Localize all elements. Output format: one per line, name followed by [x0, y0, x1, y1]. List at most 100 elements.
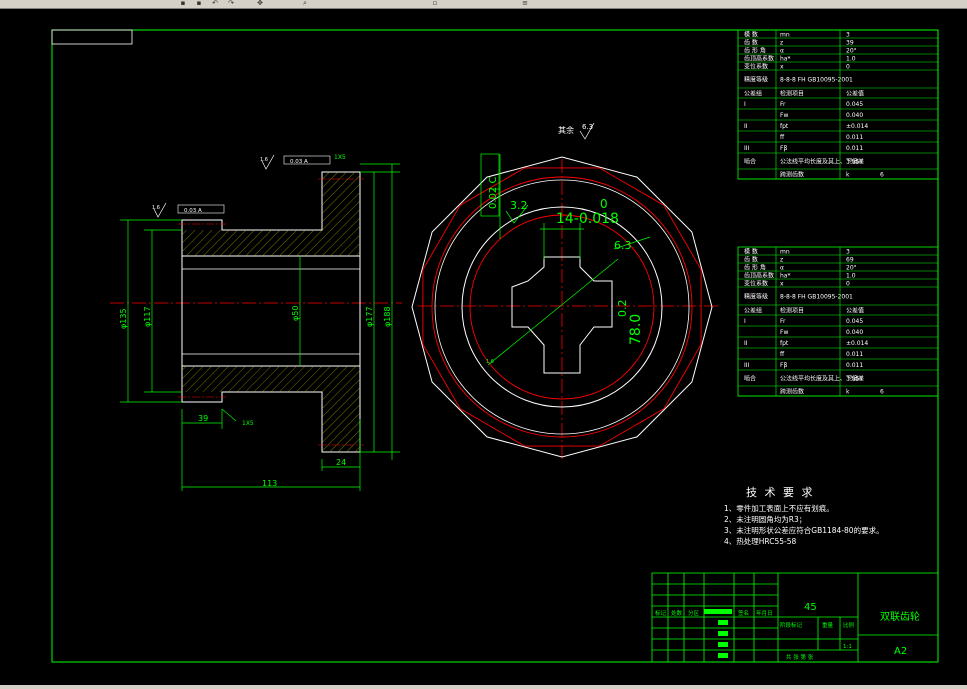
chamfer-bottom: 1X5: [242, 420, 254, 427]
tb-label-sheets: 共 张 第 张: [786, 653, 814, 661]
table-cell: ha*: [780, 56, 790, 63]
table-cell: 变位系数: [744, 280, 768, 288]
tb-label-zone: 分区: [688, 609, 700, 617]
tb-part-name: 双联齿轮: [880, 610, 920, 623]
table-cell: 检测项目: [780, 90, 804, 98]
table-cell: 1.0: [846, 273, 856, 280]
table-cell: 3: [846, 32, 850, 39]
dim-d3: φ50: [291, 306, 300, 321]
rough-b: 1.6: [152, 205, 160, 211]
table-cell: 啮合: [744, 375, 756, 383]
table-cell: mn: [780, 32, 790, 39]
table-cell: 模 数: [744, 248, 758, 256]
table-cell: 8-8-8 FH GB10095-2001: [780, 77, 853, 84]
table-cell: 1.0: [846, 56, 856, 63]
tol-box-c: 0.02 C: [488, 177, 499, 209]
table-cell: fpt: [780, 123, 789, 130]
table-cell: 3: [846, 249, 850, 256]
table-cell: 20°: [846, 265, 857, 272]
table-cell: II: [744, 123, 748, 130]
table-cell: III: [744, 362, 750, 369]
status-strip: [0, 685, 967, 689]
tech-req-line-3: 3、未注明形状公差应符合GB1184-80的要求。: [724, 525, 884, 535]
table-cell: 变位系数: [744, 63, 768, 71]
pan-icon[interactable]: ✥: [257, 0, 263, 7]
rough-63: 6.3: [614, 239, 632, 252]
table-cell: 8-8-8 FH GB10095-2001: [780, 294, 853, 301]
table-cell: 检测项目: [780, 307, 804, 315]
tol-frame-a: 0.03 A: [290, 159, 308, 165]
table-cell: 公差值: [846, 90, 864, 98]
tech-req-line-2: 2、未注明圆角均为R3；: [724, 514, 806, 524]
tb-label-stage: 阶段标记: [780, 621, 803, 629]
table-cell: 跨测齿数: [780, 388, 804, 396]
properties-icon[interactable]: ▫: [432, 0, 438, 7]
undo-icon[interactable]: ↶: [212, 0, 218, 7]
drawing-canvas[interactable]: φ135 φ117 φ50 φ177 φ188 113 24 39 1X5 1X…: [0, 9, 967, 685]
table-cell: 跨测齿数: [780, 171, 804, 179]
roughness-note: 其余: [558, 125, 574, 135]
table-cell: 公差值: [846, 307, 864, 315]
table-cell: 0.040: [846, 112, 863, 119]
section-view: φ135 φ117 φ50 φ177 φ188 113 24 39 1X5 1X…: [110, 154, 402, 491]
table-cell: 0: [846, 281, 850, 288]
tech-req-title: 技 术 要 求: [746, 486, 815, 499]
table-cell: 33.57: [846, 376, 863, 383]
redo-icon[interactable]: ↷: [228, 0, 234, 7]
table-cell: 齿顶高系数: [744, 272, 774, 280]
table-cell: 6: [880, 389, 884, 396]
dim-d4: φ177: [365, 306, 374, 327]
table-cell: III: [744, 145, 750, 152]
table-cell: 公法线平均长度及其上、下偏差: [780, 158, 864, 166]
table-cell: 齿 形 角: [744, 264, 766, 272]
corner-code-box: [51, 29, 133, 45]
table-cell: 公差组: [744, 90, 762, 98]
table-cell: Fw: [780, 329, 788, 336]
table-cell: z: [780, 40, 783, 47]
table-cell: 33.57: [846, 159, 863, 166]
layer-icon[interactable]: ≡: [522, 0, 528, 7]
table-cell: 齿 形 角: [744, 47, 766, 55]
tb-label-date: 年月日: [756, 609, 773, 617]
chamfer-top: 1X5: [334, 154, 346, 161]
tb-sheet-size: A2: [894, 646, 907, 657]
keyway-zero: 0: [600, 197, 608, 211]
table-cell: ha*: [780, 273, 790, 280]
table-cell: 0.011: [846, 362, 863, 369]
front-view: 0.02 C 3.2 14-0.018 0 6.3 78.0 0.2 1.6 其…: [411, 122, 720, 459]
table-cell: 0.045: [846, 101, 863, 108]
table-cell: 0: [846, 64, 850, 71]
depth-tol: 0.2: [616, 300, 629, 318]
table-cell: 啮合: [744, 158, 756, 166]
keyway-dim: 14-0.018: [556, 211, 619, 227]
dim-d1: φ135: [119, 308, 128, 329]
dim-d2: φ117: [143, 306, 152, 327]
table-cell: Fw: [780, 112, 788, 119]
title-block: 标记 处数 分区 签名 年月日 阶段标记 重量 比例 1:1 共 张 第 张 4…: [651, 572, 939, 663]
tb-label-weight: 重量: [822, 621, 834, 629]
table-cell: x: [780, 64, 784, 71]
table-cell: 0.045: [846, 318, 863, 325]
dim-len-small: 39: [198, 414, 208, 423]
table-cell: x: [780, 281, 784, 288]
save-icon[interactable]: ▪: [180, 0, 186, 7]
tb-label-sign: 签名: [738, 609, 749, 617]
table-cell: 0.011: [846, 351, 863, 358]
table-cell: 69: [846, 257, 854, 264]
tech-req-line-4: 4、热处理HRC55-58: [724, 536, 797, 546]
tb-scale-value: 1:1: [843, 644, 852, 650]
zoom-icon[interactable]: ⌕: [303, 0, 307, 7]
table-cell: 39: [846, 40, 854, 47]
dim-d5: φ188: [383, 306, 392, 327]
roughness-value: 6.3: [582, 123, 593, 131]
table-cell: ±0.014: [846, 340, 868, 347]
table-cell: 齿顶高系数: [744, 55, 774, 63]
table-cell: 6: [880, 172, 884, 179]
table-cell: fpt: [780, 340, 789, 347]
table-cell: ±0.014: [846, 123, 868, 130]
print-icon[interactable]: ▪: [196, 0, 202, 7]
table-cell: I: [744, 101, 746, 108]
table-cell: Fr: [780, 318, 786, 325]
table-cell: 0.011: [846, 145, 863, 152]
